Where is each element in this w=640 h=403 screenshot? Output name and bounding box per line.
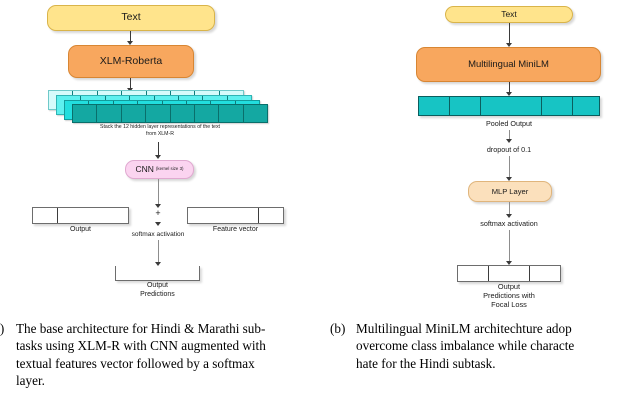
line-softmax-down-a	[158, 240, 159, 264]
figure-container: Text XLM-Roberta Stack the 12 hidden lay…	[0, 0, 640, 315]
arrowhead-5-b	[506, 214, 512, 218]
caption-a-line-1: The base architecture for Hindi & Marath…	[16, 321, 266, 336]
arrowhead-6-b	[506, 261, 512, 265]
panel-a-diagram: Text XLM-Roberta Stack the 12 hidden lay…	[0, 0, 320, 315]
feature-vector-label-a: Feature vector	[212, 226, 259, 233]
arrowhead-3-b	[506, 139, 512, 143]
stack-note-line1-a: Stack the 12 hidden layer representation…	[100, 124, 220, 130]
pooled-output-bar-b	[418, 96, 600, 116]
output-vector-label-a: Output	[69, 226, 91, 233]
caption-a-marker: a)	[0, 321, 5, 336]
arrow-text-to-encoder-a	[130, 31, 131, 42]
caption-a-line-3: textual features vector followed by a so…	[16, 355, 255, 371]
final-output-line2-a: Predictions	[140, 291, 175, 298]
output-predictions-box-a	[115, 266, 200, 281]
final-output-line3-b: Focal Loss	[491, 300, 527, 309]
cnn-kernel-label: (kernel size 3)	[155, 166, 184, 172]
arrowhead-5-a	[155, 222, 161, 226]
arrow-stack-to-cnn-a	[158, 142, 159, 156]
line-softmax-down-b	[509, 230, 510, 263]
caption-b-line-1: Multilingual MiniLM architechture adop	[356, 321, 572, 336]
caption-b-marker: (b)	[330, 321, 346, 336]
stack-note-line2-a: from XLM-R	[146, 131, 174, 137]
softmax-label-a: softmax activation	[131, 231, 185, 238]
line-cnn-down-a	[158, 179, 159, 206]
line-mlp-down-b	[509, 202, 510, 216]
arrow-encoder-to-stack-a	[130, 78, 131, 89]
final-output-line1-b: Output	[497, 282, 521, 291]
feature-vector-a	[187, 207, 284, 224]
cnn-main-label: CNN	[135, 164, 154, 175]
hidden-layer-slab-1	[72, 104, 268, 123]
caption-b: (b) Multilingual MiniLM architechture ad…	[330, 320, 640, 372]
node-encoder-b: Multilingual MiniLM	[416, 47, 601, 82]
caption-a: a) The base architecture for Hindi & Mar…	[0, 320, 324, 390]
arrow-text-to-encoder-b	[509, 23, 510, 44]
arrowhead-1-a	[127, 41, 133, 45]
final-output-line2-b: Predictions with	[483, 291, 535, 300]
arrowhead-4-a	[155, 204, 161, 208]
arrowhead-1-b	[506, 43, 512, 47]
arrowhead-4-b	[506, 177, 512, 181]
node-text-b: Text	[445, 6, 573, 23]
caption-b-line-3: hate for the Hindi subtask.	[356, 355, 496, 371]
caption-b-line-2: overcome class imbalance while characte	[356, 338, 575, 354]
pooled-output-label-b: Pooled Output	[486, 119, 532, 128]
node-mlp-b: MLP Layer	[468, 181, 552, 202]
output-predictions-bar-b	[457, 265, 561, 282]
dropout-label-b: dropout of 0.1	[486, 145, 532, 154]
node-encoder-a: XLM-Roberta	[68, 45, 194, 78]
arrowhead-2-b	[506, 92, 512, 96]
panel-b-diagram: Text Multilingual MiniLM Pooled Output d…	[320, 0, 640, 315]
node-text-a: Text	[47, 5, 215, 31]
caption-a-line-4: layer.	[16, 373, 45, 389]
plus-sign-a: +	[155, 208, 161, 218]
line-dropout-down-b	[509, 156, 510, 179]
arrow-encoder-to-pooled-b	[509, 82, 510, 93]
line-pooled-down-b	[509, 130, 510, 141]
final-output-line1-a: Output	[146, 282, 168, 289]
caption-a-line-2: tasks using XLM-R with CNN augmented wit…	[16, 338, 266, 354]
arrowhead-6-a	[155, 262, 161, 266]
output-vector-a	[32, 207, 129, 224]
softmax-label-b: softmax activation	[480, 219, 538, 228]
arrowhead-3-a	[155, 155, 161, 159]
node-cnn-a: CNN (kernel size 3)	[125, 160, 194, 179]
